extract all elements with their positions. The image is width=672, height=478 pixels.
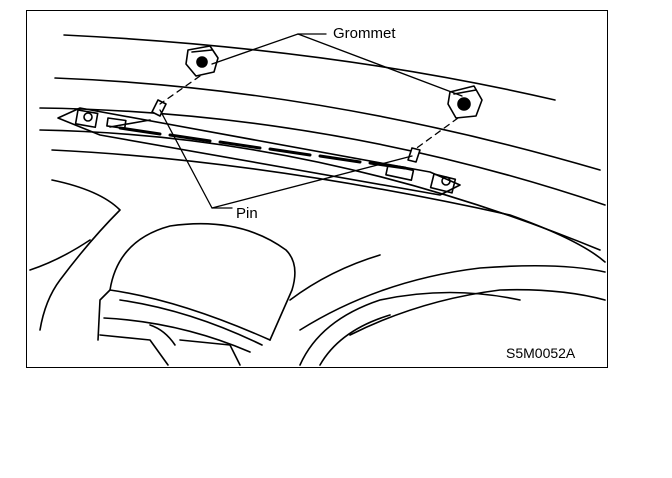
- grommet-left: [185, 45, 219, 77]
- grommet-right: [447, 85, 483, 119]
- instrument-cluster-hood: [97, 222, 296, 366]
- pin-label: Pin: [236, 205, 258, 222]
- figure-frame: [26, 10, 608, 368]
- leader-lines: [159, 33, 463, 209]
- steering-wheel: [299, 291, 521, 366]
- pin-left: [151, 99, 167, 117]
- grommet-label: Grommet: [333, 25, 396, 42]
- assembly-lines: [159, 75, 459, 151]
- figure-code: S5M0052A: [506, 345, 576, 361]
- defroster-vent: [57, 107, 461, 196]
- dashboard-outline: [29, 34, 606, 336]
- pin-right: [407, 147, 421, 163]
